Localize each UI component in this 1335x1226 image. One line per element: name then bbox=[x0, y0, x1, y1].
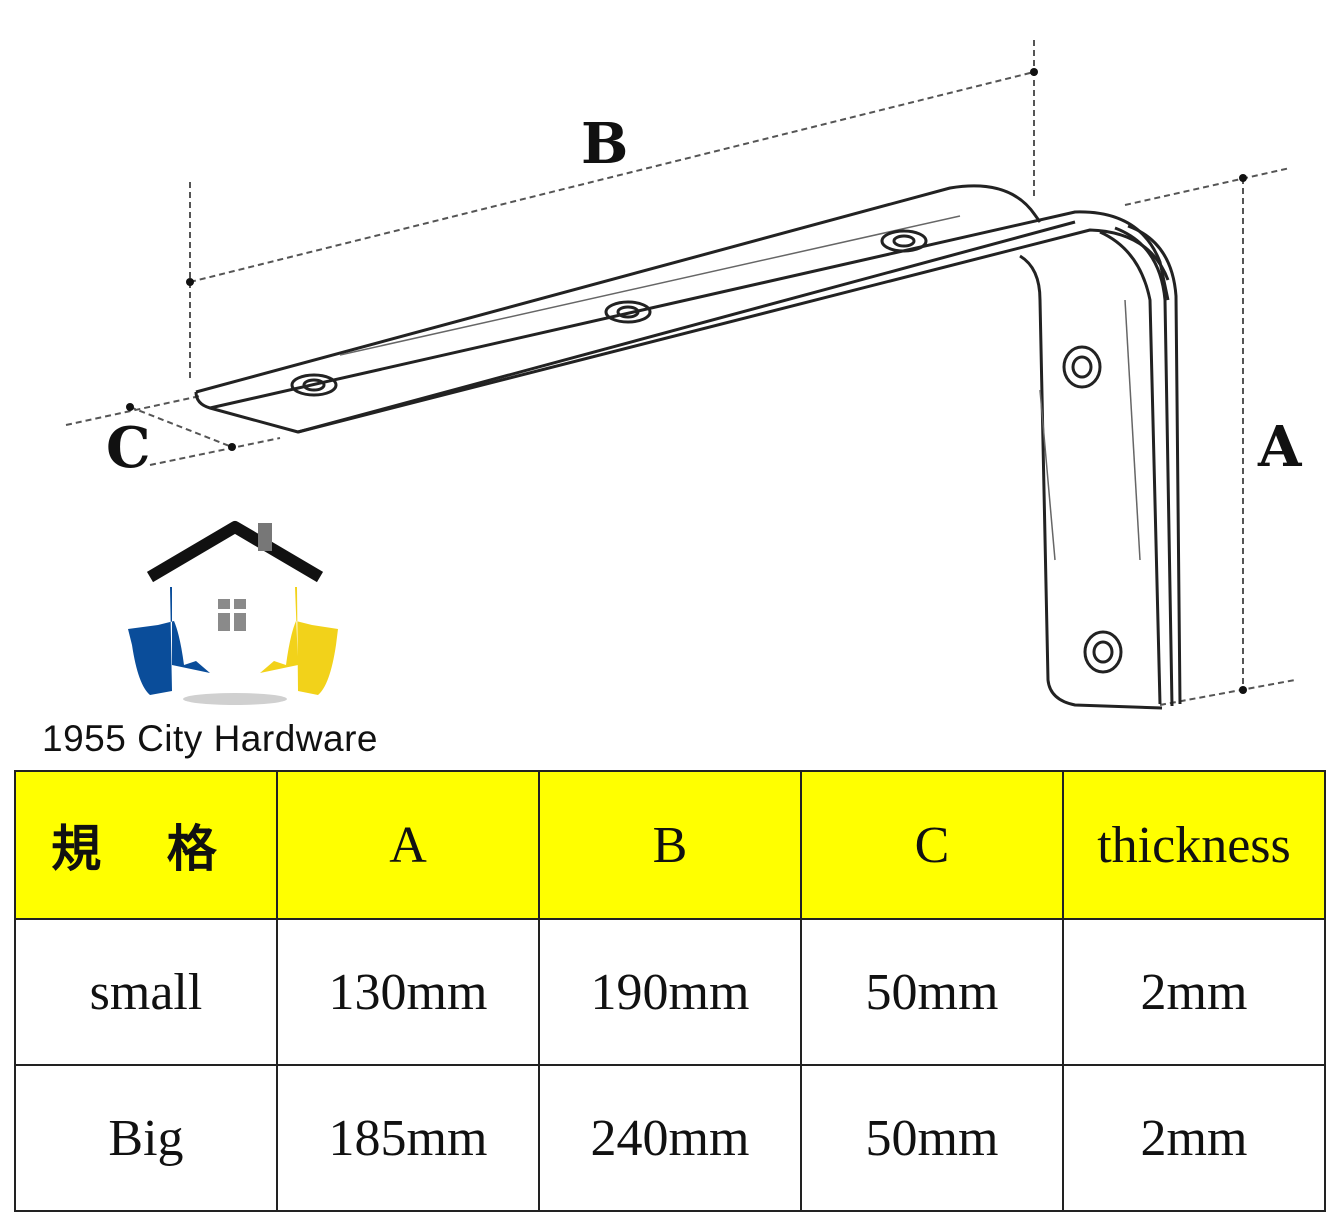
cell-size: small bbox=[14, 918, 278, 1066]
dimension-b bbox=[189, 40, 1035, 380]
cell-c: 50mm bbox=[800, 918, 1064, 1066]
blue-hand-icon bbox=[128, 587, 210, 695]
header-spec: 規 格 bbox=[14, 770, 278, 920]
window-icon bbox=[218, 599, 246, 631]
header-a: A bbox=[276, 770, 540, 920]
cell-size: Big bbox=[14, 1064, 278, 1212]
dimension-c bbox=[65, 395, 281, 466]
cell-b: 190mm bbox=[538, 918, 802, 1066]
brand-name: 1955 City Hardware bbox=[42, 718, 378, 759]
cell-thickness: 2mm bbox=[1062, 1064, 1326, 1212]
table-row: Big 185mm 240mm 50mm 2mm bbox=[14, 1064, 1326, 1212]
header-c: C bbox=[800, 770, 1064, 920]
header-thickness: thickness bbox=[1062, 770, 1326, 920]
dimension-label-a: A bbox=[1257, 414, 1303, 480]
spec-table: 規 格 A B C thickness small 130mm 190mm 50… bbox=[14, 770, 1326, 1212]
table-row: small 130mm 190mm 50mm 2mm bbox=[14, 918, 1326, 1066]
dimension-label-c: C bbox=[106, 415, 151, 481]
bracket-diagram: B A C bbox=[65, 40, 1303, 710]
header-b: B bbox=[538, 770, 802, 920]
cell-a: 130mm bbox=[276, 918, 540, 1066]
cell-thickness: 2mm bbox=[1062, 918, 1326, 1066]
cell-b: 240mm bbox=[538, 1064, 802, 1212]
screw-holes bbox=[290, 229, 1123, 674]
cell-c: 50mm bbox=[800, 1064, 1064, 1212]
yellow-hand-icon bbox=[260, 587, 338, 695]
house-hands-logo bbox=[128, 521, 338, 705]
cell-a: 185mm bbox=[276, 1064, 540, 1212]
dimension-label-b: B bbox=[581, 111, 628, 177]
bracket-shape bbox=[194, 184, 1182, 710]
roof-icon bbox=[146, 521, 324, 583]
table-header-row: 規 格 A B C thickness bbox=[14, 770, 1326, 920]
dimension-a bbox=[1124, 167, 1296, 706]
